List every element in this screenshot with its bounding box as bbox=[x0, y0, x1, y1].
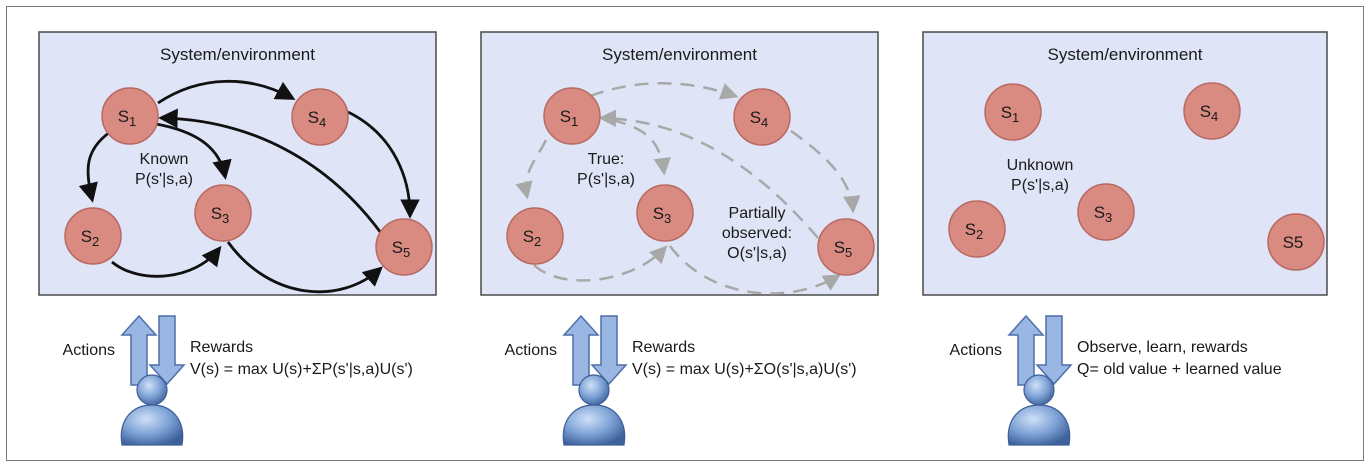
value-function-equation: Q= old value + learned value bbox=[1077, 361, 1282, 378]
rewards-label: Observe, learn, rewards bbox=[1077, 339, 1248, 356]
state-node-5: S5 bbox=[1267, 213, 1325, 271]
state-label: S4 bbox=[1200, 102, 1219, 124]
state-circle bbox=[101, 87, 159, 145]
state-circle bbox=[817, 218, 875, 276]
state-circle bbox=[636, 184, 694, 242]
value-function-equation: V(s) = max U(s)+ΣO(s'|s,a)U(s') bbox=[632, 361, 857, 378]
transition-arrow bbox=[533, 245, 668, 282]
observation-label: Partially bbox=[729, 205, 786, 222]
state-node-1: S1 bbox=[543, 87, 601, 145]
state-circle bbox=[543, 87, 601, 145]
state-circle bbox=[194, 184, 252, 242]
state-circle bbox=[1077, 183, 1135, 241]
state-label: S1 bbox=[118, 107, 137, 129]
transition-arrow bbox=[78, 130, 111, 203]
transition-arrow bbox=[158, 108, 388, 241]
probability-label: True: bbox=[588, 151, 625, 168]
state-circle bbox=[506, 207, 564, 265]
agent-group bbox=[1007, 314, 1073, 446]
actions-label: Actions bbox=[505, 342, 557, 359]
transition-arrow bbox=[111, 245, 222, 278]
value-function-equation: V(s) = max U(s)+ΣP(s'|s,a)U(s') bbox=[190, 361, 413, 378]
actions-label: Actions bbox=[63, 342, 115, 359]
down-arrow-icon bbox=[1035, 315, 1073, 386]
state-node-4: S4 bbox=[1183, 82, 1241, 140]
panel-title: System/environment bbox=[160, 45, 315, 64]
transition-arrow bbox=[611, 118, 671, 176]
state-circle bbox=[64, 207, 122, 265]
environment-box bbox=[480, 31, 879, 296]
state-circle bbox=[1183, 82, 1241, 140]
state-label: S2 bbox=[523, 227, 542, 249]
state-node-5: S5 bbox=[817, 218, 875, 276]
transition-arrow bbox=[347, 110, 420, 219]
state-node-2: S2 bbox=[506, 207, 564, 265]
state-label: S2 bbox=[965, 220, 984, 242]
transition-arrow bbox=[668, 245, 841, 295]
actions-label: Actions bbox=[950, 342, 1002, 359]
state-label: S5 bbox=[392, 238, 411, 260]
panel-title: System/environment bbox=[1048, 45, 1203, 64]
panel-title: System/environment bbox=[602, 45, 757, 64]
observation-label: O(s'|s,a) bbox=[727, 245, 787, 262]
transition-arrow bbox=[226, 241, 383, 294]
state-node-5: S5 bbox=[375, 218, 433, 276]
state-circle bbox=[984, 83, 1042, 141]
person-icon bbox=[562, 374, 626, 446]
state-label: S3 bbox=[653, 204, 672, 226]
probability-label: P(s'|s,a) bbox=[1011, 177, 1069, 194]
transition-arrow bbox=[598, 109, 819, 239]
state-node-4: S4 bbox=[291, 88, 349, 146]
state-label: S1 bbox=[1001, 103, 1020, 125]
transition-arrow bbox=[771, 116, 861, 214]
probability-label: Known bbox=[140, 151, 189, 168]
state-label: S3 bbox=[1094, 203, 1113, 225]
probability-label: Unknown bbox=[1007, 157, 1074, 174]
state-node-4: S4 bbox=[733, 88, 791, 146]
state-circle bbox=[291, 88, 349, 146]
transition-arrow bbox=[589, 82, 739, 100]
state-circle bbox=[1267, 213, 1325, 271]
state-label: S4 bbox=[750, 108, 769, 130]
state-circle bbox=[733, 88, 791, 146]
state-node-1: S1 bbox=[101, 87, 159, 145]
state-node-1: S1 bbox=[984, 83, 1042, 141]
transition-arrow bbox=[157, 79, 296, 105]
state-label: S3 bbox=[211, 204, 230, 226]
observation-label: observed: bbox=[722, 225, 792, 242]
down-arrow-icon bbox=[148, 315, 186, 386]
state-node-3: S3 bbox=[194, 184, 252, 242]
state-node-3: S3 bbox=[636, 184, 694, 242]
agent-group bbox=[562, 314, 628, 446]
state-label: S2 bbox=[81, 227, 100, 249]
person-icon bbox=[1007, 374, 1071, 446]
transition-arrow bbox=[155, 122, 232, 180]
state-label: S5 bbox=[1283, 233, 1304, 252]
person-icon bbox=[120, 374, 184, 446]
state-node-3: S3 bbox=[1077, 183, 1135, 241]
probability-label: P(s'|s,a) bbox=[577, 171, 635, 188]
down-arrow-icon bbox=[590, 315, 628, 386]
state-circle bbox=[375, 218, 433, 276]
state-node-2: S2 bbox=[64, 207, 122, 265]
agent-group bbox=[120, 314, 186, 446]
rewards-label: Rewards bbox=[632, 339, 695, 356]
rewards-label: Rewards bbox=[190, 339, 253, 356]
state-label: S5 bbox=[834, 238, 853, 260]
state-circle bbox=[948, 200, 1006, 258]
probability-label: P(s'|s,a) bbox=[135, 171, 193, 188]
state-label: S1 bbox=[560, 107, 579, 129]
state-node-2: S2 bbox=[948, 200, 1006, 258]
state-label: S4 bbox=[308, 108, 327, 130]
